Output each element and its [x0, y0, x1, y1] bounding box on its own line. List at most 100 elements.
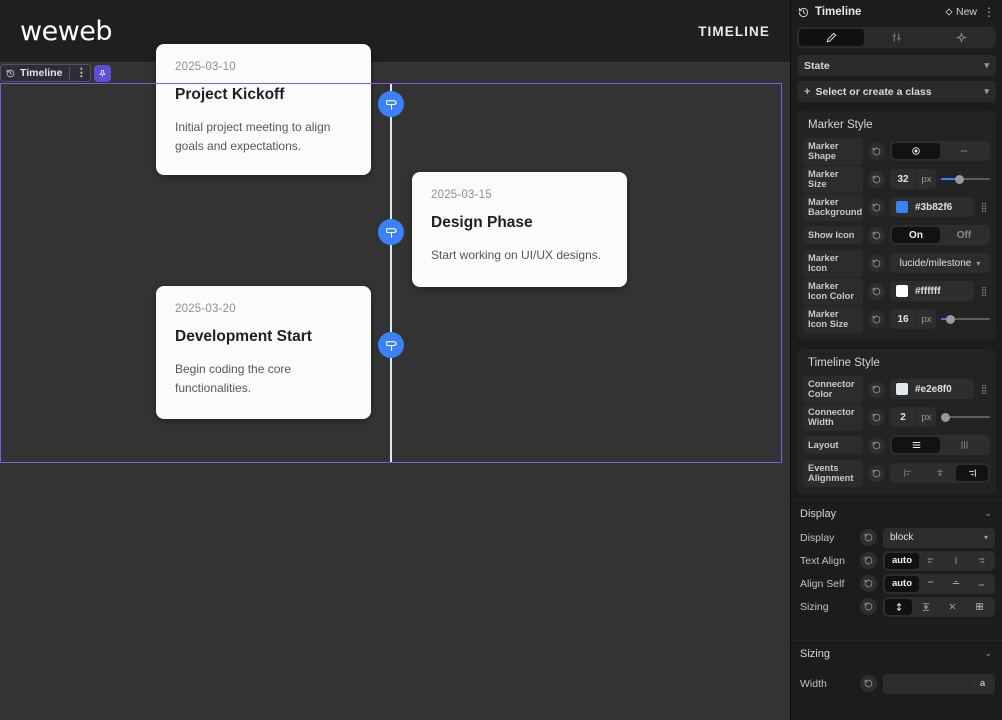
show-icon-off[interactable]: Off: [956, 229, 972, 241]
slider-knob[interactable]: [954, 174, 964, 184]
marker-size-unit[interactable]: px: [916, 169, 936, 189]
drag-handle-icon[interactable]: ⣿: [980, 285, 989, 296]
slider-knob[interactable]: [945, 314, 955, 324]
marker-icon-select[interactable]: lucide/milestone ▾: [890, 253, 990, 273]
reset-icon[interactable]: [868, 436, 885, 454]
align-self-auto[interactable]: auto: [885, 575, 919, 592]
align-start-option[interactable]: [892, 465, 924, 481]
new-button[interactable]: New: [945, 6, 977, 18]
align-center-option[interactable]: [924, 465, 956, 481]
text-align-auto[interactable]: auto: [885, 552, 919, 569]
panel-tabs[interactable]: [797, 27, 996, 48]
timeline-event[interactable]: 2025-03-10 Project Kickoff Initial proje…: [156, 44, 371, 176]
align-self-center[interactable]: [944, 576, 969, 592]
connector-width-slider[interactable]: [941, 410, 990, 424]
sizing-toggle[interactable]: [883, 596, 995, 617]
plus-icon: +: [804, 85, 811, 98]
event-marker[interactable]: [378, 219, 404, 245]
reset-icon[interactable]: [860, 529, 877, 546]
tab-settings[interactable]: [864, 29, 929, 46]
width-label: Width: [800, 677, 827, 690]
reset-icon[interactable]: [860, 598, 877, 615]
chevron-down-icon[interactable]: ⌄: [984, 648, 992, 658]
history-icon[interactable]: [798, 7, 809, 18]
marker-icon-size-slider[interactable]: [941, 312, 990, 326]
sizing-none-option[interactable]: [939, 599, 966, 615]
shape-line-option[interactable]: [940, 143, 988, 159]
reset-icon[interactable]: [860, 552, 877, 569]
tab-effects[interactable]: [929, 29, 994, 46]
text-align-right[interactable]: [968, 553, 993, 569]
align-self-end[interactable]: [968, 576, 993, 592]
reset-icon[interactable]: [868, 170, 885, 188]
event-card[interactable]: 2025-03-10 Project Kickoff Initial proje…: [156, 44, 371, 176]
layout-toggle[interactable]: [890, 435, 990, 455]
reset-icon[interactable]: [868, 282, 885, 300]
reset-icon[interactable]: [868, 464, 885, 482]
drag-handle-icon[interactable]: ⣿: [980, 201, 989, 212]
event-marker[interactable]: [378, 332, 404, 358]
layout-rows-option[interactable]: [892, 437, 940, 453]
reset-icon[interactable]: [868, 254, 885, 272]
layout-columns-option[interactable]: [940, 437, 988, 453]
timeline-component[interactable]: 2025-03-10 Project Kickoff Initial proje…: [0, 44, 782, 463]
selection-kebab[interactable]: ⋮: [75, 66, 87, 79]
event-card[interactable]: 2025-03-15 Design Phase Start working on…: [412, 172, 627, 287]
chevron-down-icon[interactable]: ⌄: [984, 508, 992, 518]
align-end-option[interactable]: [956, 465, 988, 481]
align-self-toggle[interactable]: auto: [883, 573, 995, 594]
color-swatch[interactable]: [896, 383, 908, 395]
connector-width-unit[interactable]: px: [916, 407, 936, 427]
color-swatch[interactable]: [896, 285, 908, 297]
slider-knob[interactable]: [941, 412, 950, 422]
width-input[interactable]: a: [883, 673, 995, 694]
marker-icon-size-input[interactable]: 16 px: [890, 309, 936, 329]
marker-size-input[interactable]: 32 px: [890, 169, 936, 189]
class-select[interactable]: + Select or create a class ▾: [797, 81, 996, 102]
marker-icon-size-unit[interactable]: px: [916, 309, 936, 329]
marker-size-slider[interactable]: [941, 172, 990, 186]
design-canvas[interactable]: weweb TIMELINE Timeline ⋮: [0, 0, 790, 720]
state-select[interactable]: State ▾: [797, 55, 996, 76]
reset-icon[interactable]: [868, 310, 885, 328]
connector-width-input[interactable]: 2 px: [890, 407, 936, 427]
marker-background-color[interactable]: #3b82f6: [890, 197, 974, 217]
marker-shape-toggle[interactable]: [890, 141, 990, 161]
text-align-center[interactable]: [944, 553, 969, 569]
reset-icon[interactable]: [868, 142, 885, 160]
display-section-header[interactable]: Display ⌄: [791, 500, 1002, 526]
sizing-fill-option[interactable]: [885, 598, 912, 615]
connector-color-box[interactable]: #e2e8f0: [890, 379, 974, 399]
timeline-event[interactable]: 2025-03-20 Development Start Begin codin…: [156, 286, 371, 420]
drag-handle-icon[interactable]: ⣿: [980, 383, 989, 394]
tab-style[interactable]: [799, 29, 864, 46]
reset-icon[interactable]: [868, 198, 885, 216]
text-align-toggle[interactable]: auto: [883, 550, 995, 571]
selection-toolbar[interactable]: Timeline ⋮: [0, 64, 112, 82]
reset-icon[interactable]: [868, 380, 885, 398]
selection-badge[interactable]: Timeline ⋮: [0, 64, 92, 82]
sizing-grid-option[interactable]: [966, 599, 993, 615]
display-select[interactable]: block ▾: [883, 527, 995, 548]
timeline-event[interactable]: 2025-03-15 Design Phase Start working on…: [412, 172, 627, 287]
show-icon-toggle[interactable]: On Off: [890, 225, 990, 245]
align-self-start[interactable]: [919, 576, 944, 592]
marker-icon-color-box[interactable]: #ffffff: [890, 281, 974, 301]
reset-icon[interactable]: [868, 408, 885, 426]
sizing-hug-option[interactable]: [912, 599, 939, 615]
panel-kebab-menu[interactable]: ⋮: [983, 5, 995, 19]
reset-icon[interactable]: [868, 226, 885, 244]
pin-icon[interactable]: [94, 64, 112, 82]
show-icon-on[interactable]: On: [892, 227, 940, 243]
shape-circle-option[interactable]: [892, 143, 940, 159]
reset-icon[interactable]: [860, 575, 877, 592]
event-marker[interactable]: [378, 91, 404, 117]
sizing-section-header[interactable]: Sizing ⌄: [791, 640, 1002, 666]
reset-icon[interactable]: [860, 675, 877, 692]
width-unit[interactable]: a: [969, 678, 995, 689]
events-alignment-toggle[interactable]: [890, 463, 990, 483]
event-card[interactable]: 2025-03-20 Development Start Begin codin…: [156, 286, 371, 420]
text-align-left[interactable]: [919, 553, 944, 569]
color-swatch[interactable]: [896, 201, 908, 213]
panel-scroll[interactable]: Marker Style Marker Shape: [791, 102, 1002, 720]
